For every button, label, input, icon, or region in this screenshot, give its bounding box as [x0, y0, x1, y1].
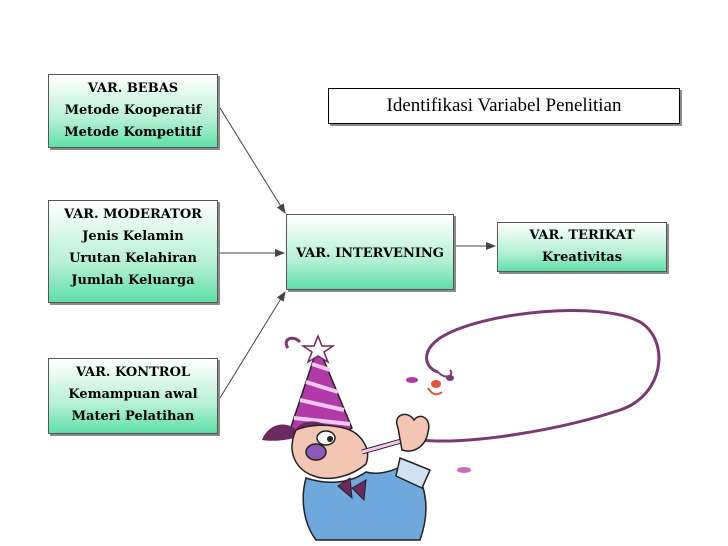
hat-star [300, 333, 336, 364]
box-var-moderator: VAR. MODERATOR Jenis Kelamin Urutan Kela… [48, 200, 218, 303]
box-heading: VAR. KONTROL [75, 365, 191, 380]
arrow-bebas-to-intervening [219, 107, 286, 214]
box-item: Kreativitas [541, 250, 623, 265]
box-var-intervening: VAR. INTERVENING [286, 214, 454, 290]
box-heading: VAR. MODERATOR [64, 207, 202, 222]
box-item: Metode Kooperatif [64, 103, 202, 118]
clown-hand [395, 413, 430, 452]
box-item: Materi Pelatihan [71, 409, 195, 424]
diagram-title: Identifikasi Variabel Penelitian [328, 88, 680, 124]
box-var-kontrol: VAR. KONTROL Kemampuan awal Materi Pelat… [48, 358, 218, 434]
box-heading: VAR. BEBAS [87, 81, 179, 96]
box-item: Jenis Kelamin [82, 229, 184, 244]
box-var-bebas: VAR. BEBAS Metode Kooperatif Metode Komp… [48, 74, 218, 148]
clown-face [291, 424, 369, 480]
bow-tie [337, 477, 367, 502]
box-heading: VAR. INTERVENING [296, 246, 444, 261]
box-item: Metode Kompetitif [64, 125, 202, 140]
balloon-loop [419, 309, 661, 443]
box-item: Urutan Kelahiran [69, 251, 197, 266]
box-var-terikat: VAR. TERIKAT Kreativitas [497, 222, 667, 272]
box-item: Kemampuan awal [68, 387, 198, 402]
box-item: Jumlah Keluarga [71, 273, 195, 288]
confetti [406, 375, 471, 473]
box-heading: VAR. TERIKAT [529, 228, 635, 243]
arrow-kontrol-to-intervening [219, 291, 286, 399]
